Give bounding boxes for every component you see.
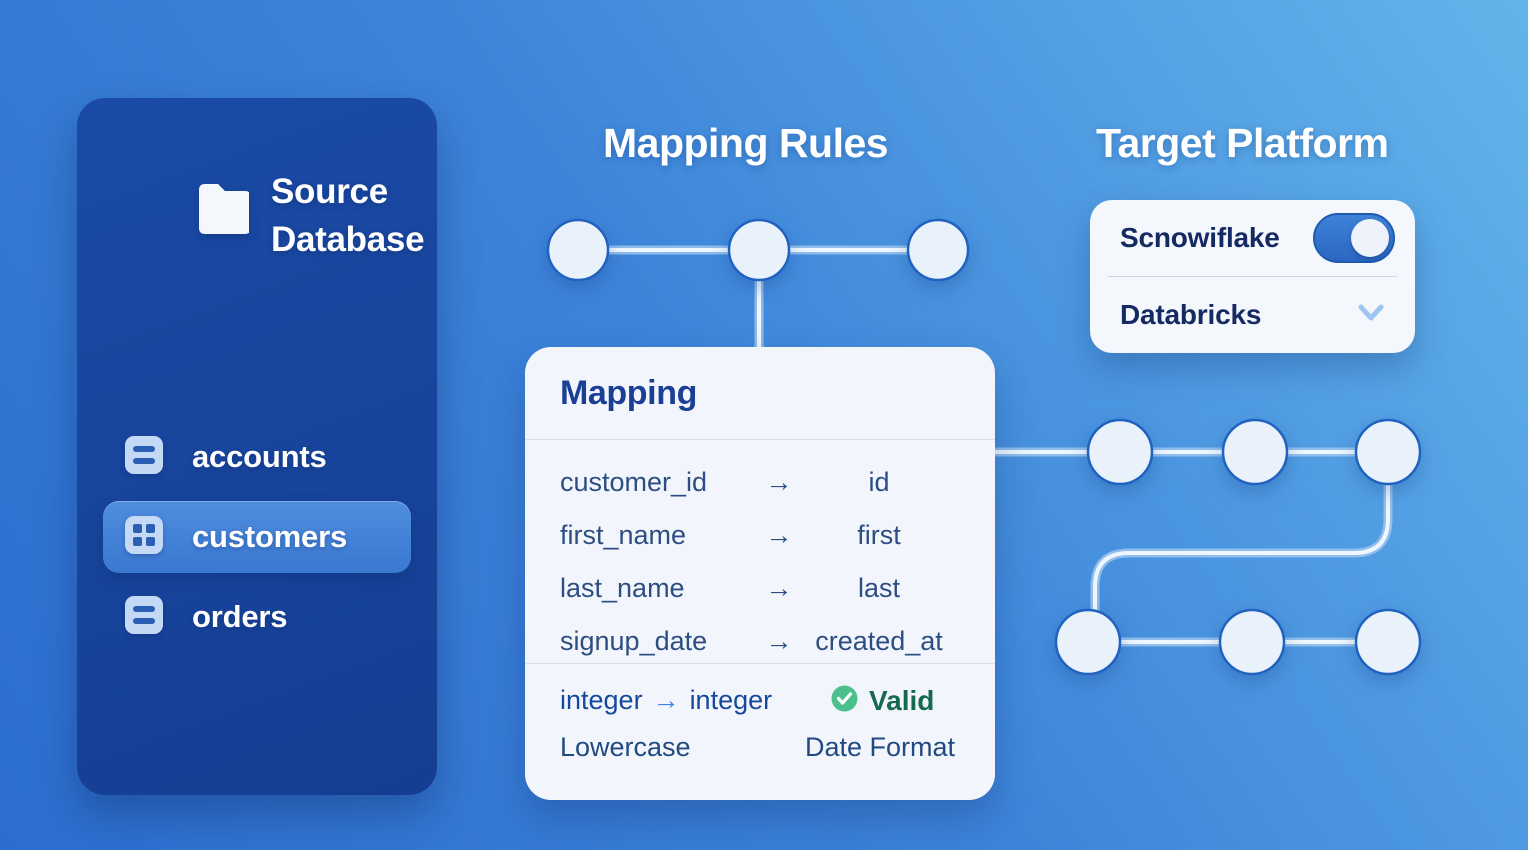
footer-row: Lowercase Date Format bbox=[560, 724, 960, 771]
toggle-knob bbox=[1351, 219, 1389, 257]
graph-node bbox=[1354, 608, 1422, 676]
target-platform-heading: Target Platform bbox=[1096, 120, 1389, 166]
arrow-right-icon: → bbox=[652, 685, 680, 715]
source-field: customer_id bbox=[560, 467, 708, 497]
sidebar-items: accounts customers bbox=[77, 413, 437, 661]
folder-icon bbox=[195, 176, 251, 239]
footer-row: integer → integer Valid bbox=[560, 677, 960, 724]
mapping-row: last_name → last bbox=[560, 562, 960, 615]
mapping-row: signup_date → created_at bbox=[560, 615, 960, 668]
graph-nodes bbox=[546, 218, 1422, 676]
valid-badge: Valid bbox=[805, 685, 960, 717]
arrow-right-icon: → bbox=[765, 573, 793, 603]
arrow-right-icon: → bbox=[765, 520, 793, 550]
graph-node bbox=[1221, 418, 1289, 486]
rows-icon bbox=[124, 434, 164, 481]
divider bbox=[1108, 276, 1397, 277]
mapping-card-footer: integer → integer Valid Lowercase D bbox=[525, 663, 995, 771]
grid-icon bbox=[124, 514, 164, 561]
sidebar-item-label: accounts bbox=[192, 439, 327, 474]
graph-node bbox=[1054, 608, 1122, 676]
source-database-title: Source Database bbox=[271, 172, 425, 259]
graph-node bbox=[1086, 418, 1154, 486]
platform-option-snowflake[interactable]: Scnowiflake bbox=[1090, 200, 1415, 276]
platform-label: Scnowiflake bbox=[1120, 222, 1280, 253]
valid-label: Valid bbox=[869, 684, 935, 716]
snowflake-toggle[interactable] bbox=[1313, 213, 1395, 263]
mapping-rows: customer_id → id first_name → first last… bbox=[525, 440, 995, 663]
type-from: integer bbox=[560, 685, 643, 715]
mapping-card-header: Mapping bbox=[525, 347, 995, 440]
target-field: created_at bbox=[815, 626, 943, 656]
graph-node bbox=[546, 218, 610, 282]
mapping-row: first_name → first bbox=[560, 509, 960, 562]
transform-label: Date Format bbox=[805, 732, 956, 762]
source-database-panel: Source Database accounts bbox=[77, 98, 437, 795]
sidebar-item-label: customers bbox=[192, 519, 347, 554]
graph-node bbox=[906, 218, 970, 282]
mapping-row: customer_id → id bbox=[560, 456, 960, 509]
arrow-right-icon: → bbox=[765, 467, 793, 497]
source-field: last_name bbox=[560, 573, 685, 603]
sidebar-item-accounts[interactable]: accounts bbox=[103, 421, 411, 493]
platform-option-databricks[interactable]: Databricks bbox=[1090, 277, 1415, 353]
mapping-card-title: Mapping bbox=[560, 373, 697, 412]
check-circle-icon bbox=[831, 685, 858, 717]
graph-node bbox=[1354, 418, 1422, 486]
chevron-down-icon bbox=[1353, 301, 1389, 330]
target-field: last bbox=[857, 573, 901, 603]
mapping-card: Mapping customer_id → id first_name → fi… bbox=[525, 347, 995, 800]
sidebar-header: Source Database bbox=[77, 168, 437, 264]
sidebar-item-label: orders bbox=[192, 599, 288, 634]
graph-node bbox=[727, 218, 791, 282]
graph-node bbox=[1218, 608, 1286, 676]
type-to: integer bbox=[689, 685, 773, 715]
target-field: id bbox=[868, 467, 890, 497]
sidebar-item-orders[interactable]: orders bbox=[103, 581, 411, 653]
target-field: first bbox=[857, 520, 901, 550]
source-field: first_name bbox=[560, 520, 687, 550]
sidebar-item-customers[interactable]: customers bbox=[103, 501, 411, 573]
target-platform-card: Scnowiflake Databricks bbox=[1090, 200, 1415, 353]
arrow-right-icon: → bbox=[765, 626, 793, 656]
platform-label: Databricks bbox=[1120, 299, 1262, 330]
source-field: signup_date bbox=[560, 626, 708, 656]
rows-icon bbox=[124, 594, 164, 641]
transform-label: Lowercase bbox=[560, 732, 691, 762]
type-mapping: integer → integer bbox=[560, 685, 805, 716]
mapping-rules-heading: Mapping Rules bbox=[603, 120, 889, 166]
